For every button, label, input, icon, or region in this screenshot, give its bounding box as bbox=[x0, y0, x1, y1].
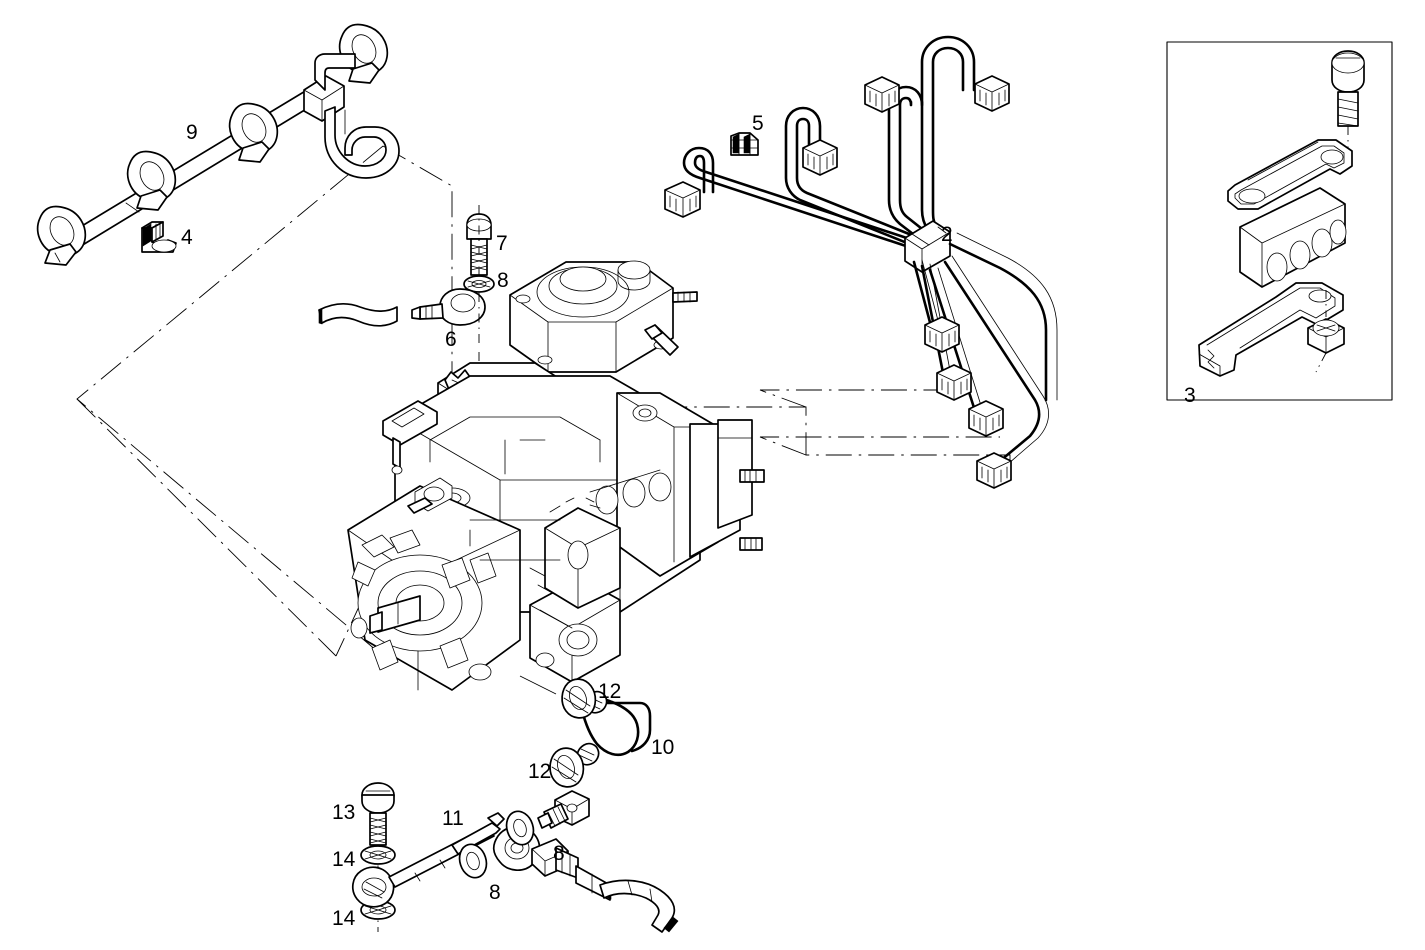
callout-10: 10 bbox=[651, 736, 675, 759]
pipe-union-nut bbox=[664, 181, 701, 218]
inset-hex-flange-bolt[interactable] bbox=[1331, 50, 1365, 155]
part-8-sealing-washer[interactable] bbox=[463, 275, 495, 293]
callout-8-c: 8 bbox=[489, 881, 501, 904]
hollow-banjo-screw[interactable] bbox=[537, 790, 590, 829]
callout-7: 7 bbox=[496, 232, 508, 255]
part-9-leak-off-fuel-rail[interactable] bbox=[36, 23, 400, 266]
callout-13: 13 bbox=[332, 801, 356, 824]
part-5-pipe-retaining-clip[interactable] bbox=[730, 132, 759, 156]
banjo-eye bbox=[36, 205, 87, 266]
injector-union-nut bbox=[976, 452, 1012, 489]
part-8-sealing-washer-lower[interactable] bbox=[455, 841, 490, 881]
pipe-union-nut bbox=[974, 75, 1010, 112]
fuel-injection-pump-body[interactable] bbox=[347, 260, 765, 691]
inset-upper-clamp-half[interactable] bbox=[1227, 139, 1353, 210]
pump-return-outlet-boss bbox=[529, 577, 621, 683]
callout-12-a: 12 bbox=[598, 680, 622, 703]
fuel-feed-hose-lower[interactable] bbox=[599, 879, 679, 933]
part-8-sealing-washer-upper[interactable] bbox=[502, 808, 537, 848]
callout-4: 4 bbox=[181, 226, 193, 249]
inset-box-part-3 bbox=[1166, 41, 1393, 401]
callout-14-a: 14 bbox=[332, 848, 356, 871]
pump-governor-head bbox=[509, 260, 698, 373]
inset-flange-nut[interactable] bbox=[1307, 290, 1345, 373]
part-12-hose-clip-upper[interactable] bbox=[519, 675, 597, 719]
part-14-washer-upper[interactable] bbox=[360, 845, 396, 865]
callout-12-b: 12 bbox=[528, 760, 552, 783]
pipe-union-nut bbox=[864, 76, 900, 113]
pump-control-block bbox=[616, 392, 765, 577]
callout-8-b: 8 bbox=[553, 842, 565, 865]
part-6-banjo-fitting-elbow[interactable] bbox=[411, 205, 486, 650]
part-2-high-pressure-injection-pipes[interactable] bbox=[664, 35, 1058, 489]
callout-3: 3 bbox=[1184, 384, 1196, 407]
callout-11: 11 bbox=[442, 807, 464, 830]
injector-union-nut bbox=[968, 400, 1004, 437]
injector-union-nut bbox=[924, 316, 960, 353]
pump-port-row bbox=[589, 469, 672, 515]
callout-5: 5 bbox=[752, 112, 764, 135]
callout-6: 6 bbox=[445, 328, 457, 351]
inset-rubber-isolator-block[interactable] bbox=[1239, 187, 1347, 288]
part-12-hose-clip-lower[interactable] bbox=[549, 747, 585, 788]
pump-cam-segment bbox=[544, 497, 621, 609]
callout-2: 2 bbox=[941, 223, 953, 246]
part-4-hose-clamp-bracket[interactable] bbox=[141, 221, 177, 253]
injector-union-nut bbox=[936, 364, 972, 401]
callout-14-b: 14 bbox=[332, 907, 356, 930]
banjo-eye bbox=[126, 150, 177, 211]
pipe-union-nut bbox=[802, 139, 838, 176]
callout-9: 9 bbox=[186, 121, 198, 144]
part-7-banjo-bolt[interactable] bbox=[466, 213, 492, 276]
vent-hose-upper[interactable] bbox=[318, 303, 398, 327]
banjo-eye bbox=[228, 102, 279, 163]
pump-drive-flange bbox=[347, 485, 521, 691]
callout-8-a: 8 bbox=[497, 269, 509, 292]
banjo-eye bbox=[338, 23, 389, 84]
